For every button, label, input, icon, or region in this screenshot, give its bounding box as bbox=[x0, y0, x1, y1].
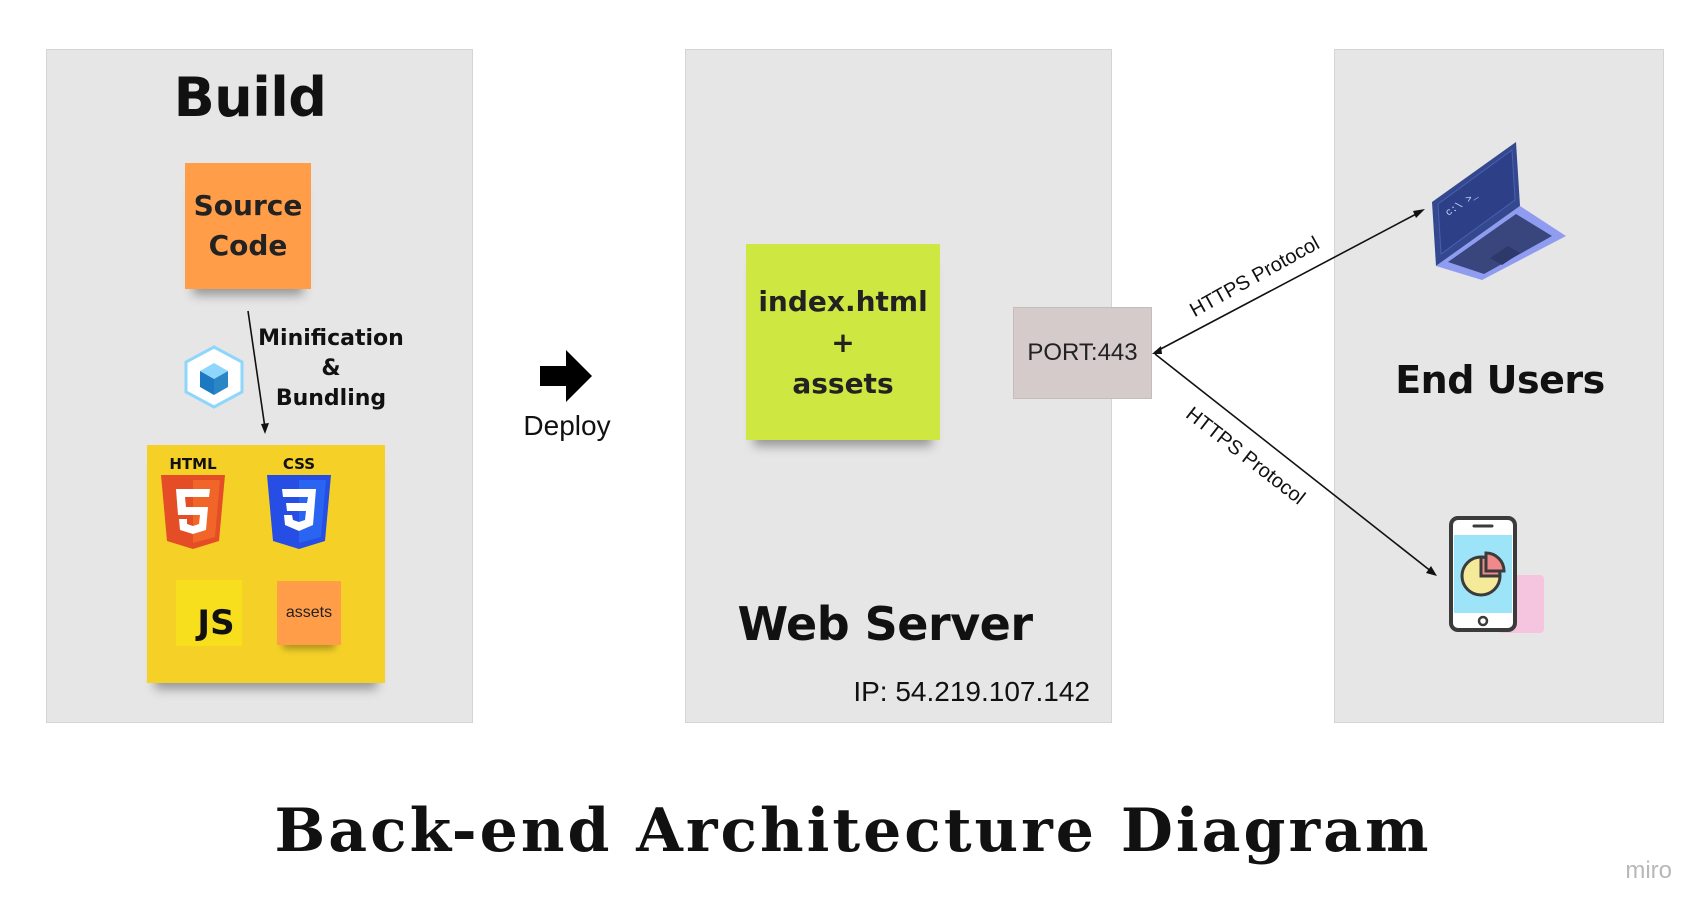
html5-icon bbox=[161, 475, 225, 549]
minification-bundling-label: Minification & Bundling bbox=[258, 326, 404, 411]
css3-icon bbox=[267, 475, 331, 549]
port-box: PORT:443 bbox=[1013, 307, 1152, 399]
assets-note-label: assets bbox=[285, 604, 333, 621]
laptop-icon: c:\ >_ bbox=[1432, 142, 1566, 280]
artifact-label: index.html + assets bbox=[758, 284, 928, 400]
css-label: CSS bbox=[282, 455, 316, 473]
deploy-arrow-icon bbox=[540, 350, 592, 402]
build-heading: Build bbox=[173, 66, 327, 129]
port-label: PORT:443 bbox=[1027, 339, 1138, 366]
source-code-label: Source Code bbox=[193, 189, 303, 262]
source-code-note: Source Code bbox=[185, 163, 311, 289]
artifact-note: index.html + assets bbox=[746, 244, 940, 440]
webpack-icon bbox=[184, 345, 244, 409]
deploy-label: Deploy bbox=[523, 410, 611, 441]
html-label: HTML bbox=[169, 455, 217, 473]
smartphone-chart-icon bbox=[1449, 516, 1544, 633]
js-label: JS bbox=[197, 603, 235, 643]
assets-note: assets bbox=[277, 581, 341, 645]
ip-address: IP: 54.219.107.142 bbox=[853, 676, 1090, 707]
miro-watermark: miro bbox=[1625, 857, 1672, 884]
diagram-title: Back-end Architecture Diagram bbox=[274, 796, 1432, 866]
end-users-heading: End Users bbox=[1395, 358, 1605, 402]
web-server-heading: Web Server bbox=[737, 597, 1033, 651]
js-icon: JS bbox=[176, 580, 242, 646]
bundle-note: HTML CSS JS assets bbox=[147, 445, 385, 683]
